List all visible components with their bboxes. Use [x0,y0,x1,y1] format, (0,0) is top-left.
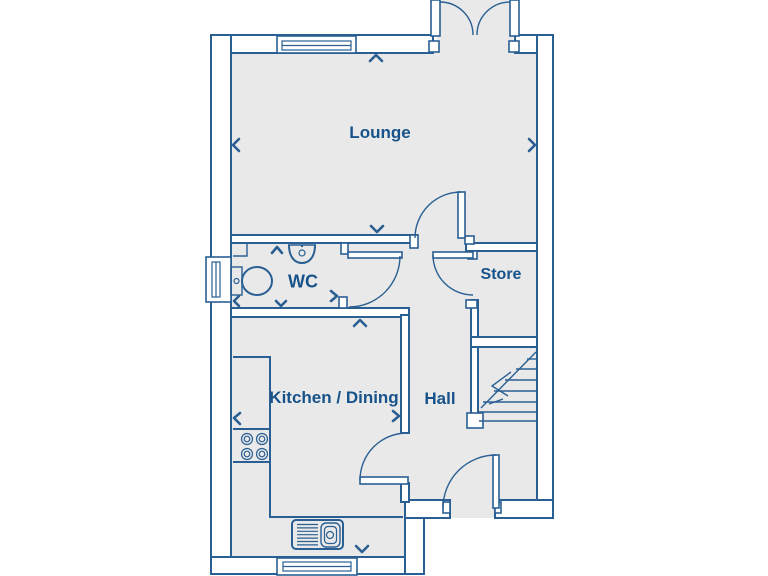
wall-store-north [465,242,538,252]
entrance-recess-floor [437,0,513,53]
jamb-wc-southeast [338,296,348,309]
room-label-hall: Hall [424,389,456,408]
french-door-left-swing-arc [439,1,474,36]
front-door-swing-arc [442,454,497,509]
walls [210,34,554,575]
wc-door [347,251,403,308]
wall-left [210,34,232,575]
wall-notch-wc-corner [233,243,248,257]
french-door-left-leaf [430,0,441,37]
dim-arrow-up-kitchen-icon [352,318,368,328]
front-door-leaf [492,454,500,509]
dimension-arrows [231,53,537,554]
lounge-door-swing-arc [414,191,462,239]
toilet-flush-button [233,277,240,285]
front-door-threshold [450,500,495,518]
dim-arrow-left-lounge-icon [231,137,241,153]
window-bottom [276,557,358,576]
sink-bowl-inner [323,525,338,545]
sink-with-drainer [291,519,344,550]
wall-wc-south [230,307,410,318]
stair-direction-line [480,351,537,409]
wall-kitchen-east-stub [400,482,410,503]
jamb-french-west [428,40,440,53]
basin-tap [300,244,304,248]
room-label-wc: WC [288,271,318,292]
sink-drainer-ribs [297,523,318,546]
hob-burner [240,432,254,446]
dim-arrow-right-lounge-icon [527,137,537,153]
jamb-french-east [508,40,520,53]
wall-lounge-south [230,234,418,244]
jamb-lounge-door-east [464,235,475,245]
store-door [432,251,474,296]
store-door-swing-arc [432,254,474,296]
hob-burner [255,432,269,446]
dim-arrow-down-kitchen-icon [354,544,370,554]
worktop [233,356,403,518]
hob-burner-inner [258,435,266,443]
floor-area [231,0,537,557]
wall-stairs-west [470,299,479,415]
main-floor [231,53,537,557]
lounge-door [414,191,466,239]
staircase [479,351,537,422]
store-door-leaf [432,251,474,259]
window-frame [276,35,357,54]
sink-bowl [320,522,341,548]
worktop-edge [233,356,403,518]
kitchen-door-leaf [359,476,409,485]
french-door-right-leaf [509,0,520,37]
sink-drain [325,530,335,540]
wc-door-leaf [347,251,403,259]
kitchen-door-swing-arc [359,432,408,481]
toilet [230,266,273,296]
hob [240,432,269,461]
room-label-lounge: Lounge [349,123,411,142]
wall-hall-south-right [494,499,554,519]
jamb-store-door-bottom [465,299,478,309]
wc-door-swing-arc [348,255,401,308]
sink-unit [291,519,344,550]
french-door-right-swing-arc [476,1,511,36]
jamb-wc-door-left [340,242,349,255]
room-label-kitchen-dining: Kitchen / Dining [269,388,399,407]
front-door [442,454,500,509]
window-frame [205,256,232,303]
basin-bowl [288,244,316,265]
room-label-store: Store [480,266,522,283]
french-entrance-doors [430,0,520,37]
lounge-door-leaf [457,191,466,239]
hob-burner-inner [243,435,251,443]
jamb-lounge-door-west [409,234,419,249]
wall-store-stairs-divider [470,336,538,348]
dim-arrow-left-wc-icon [232,294,241,308]
wall-porch-side [404,517,425,575]
dim-arrow-left-kitchen-icon [232,411,242,426]
dim-arrow-right-kitchen-icon [391,409,401,423]
basin [288,244,316,265]
hob-burner-inner [258,450,266,458]
toilet-bowl [241,266,273,296]
dim-arrow-up-lounge-icon [368,53,384,63]
wall-kitchen-east [400,314,410,434]
hob-burner [240,447,254,461]
hob-burner [255,447,269,461]
basin-drain [298,249,306,257]
window-left [205,256,232,303]
dim-arrow-down-wc-icon [274,299,288,308]
dim-arrow-right-wc-icon [329,289,339,303]
dim-arrow-down-lounge-icon [369,224,385,234]
window-top [276,35,357,54]
wall-right [536,34,554,519]
stair-direction-arrow-icon [488,371,512,405]
kitchen-door [359,432,409,485]
hob-burner-inner [243,450,251,458]
dim-arrow-up-wc-icon [270,245,284,255]
jamb-front-door-west [442,501,451,514]
